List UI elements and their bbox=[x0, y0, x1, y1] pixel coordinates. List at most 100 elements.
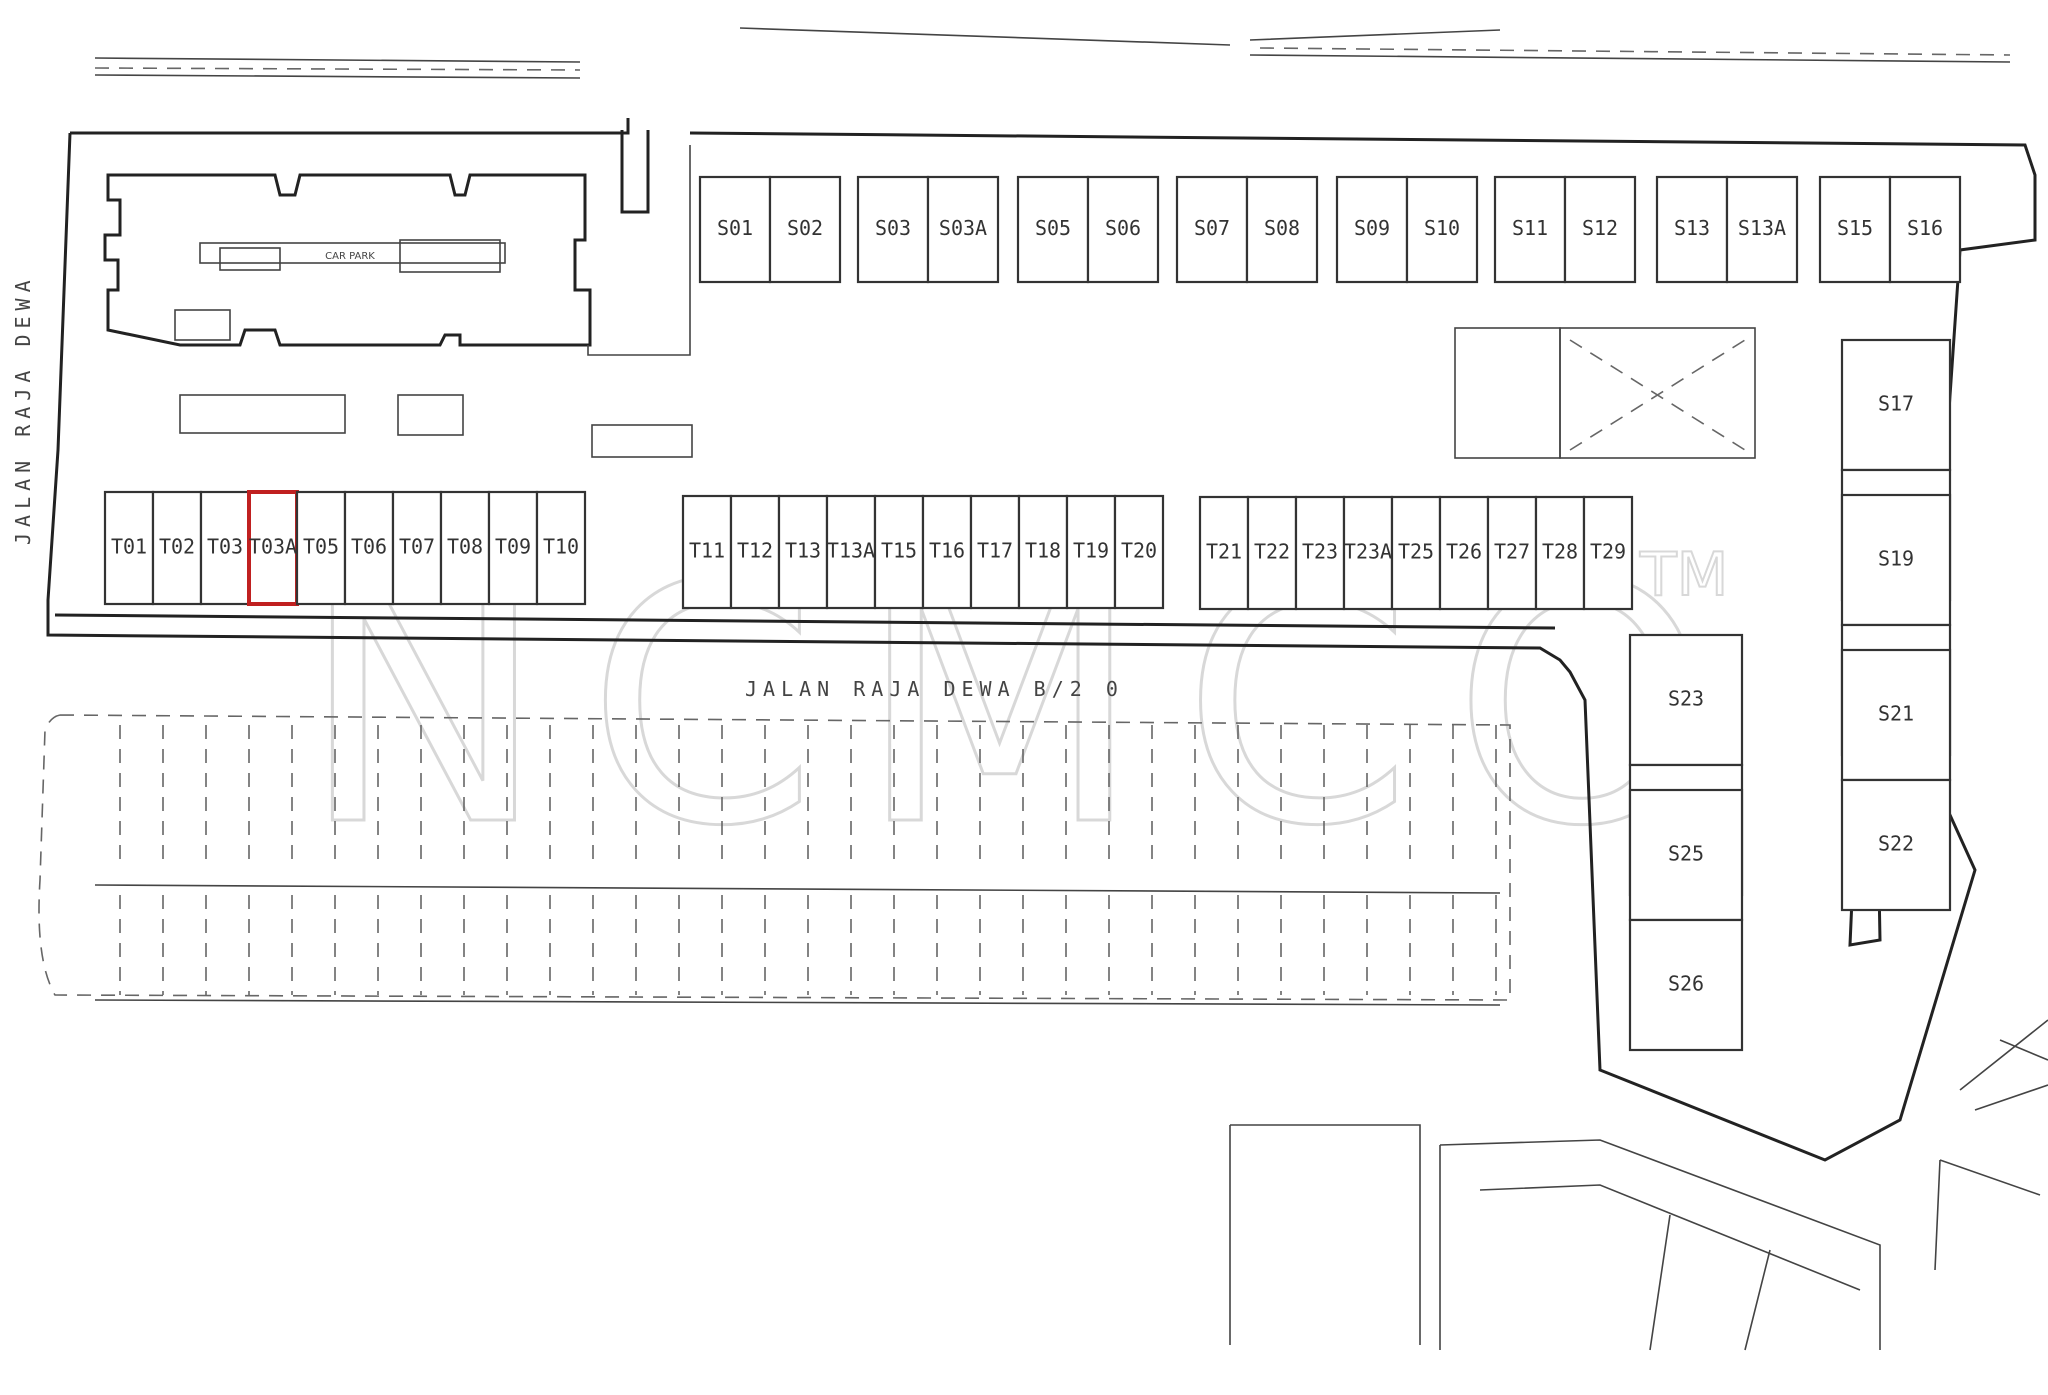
lot-s07[interactable]: S07 bbox=[1175, 175, 1249, 284]
lot-t18[interactable]: T18 bbox=[1017, 494, 1069, 610]
lot-label: T23 bbox=[1302, 540, 1338, 564]
lot-s16[interactable]: S16 bbox=[1888, 175, 1962, 284]
parking-area bbox=[38, 714, 1511, 1006]
lot-t11[interactable]: T11 bbox=[681, 494, 733, 610]
lot-t05[interactable]: T05 bbox=[295, 490, 347, 606]
lot-s03a[interactable]: S03A bbox=[926, 175, 1000, 284]
lot-label: T16 bbox=[929, 539, 965, 563]
lot-s09[interactable]: S09 bbox=[1335, 175, 1409, 284]
lot-t16[interactable]: T16 bbox=[921, 494, 973, 610]
lot-t10[interactable]: T10 bbox=[535, 490, 587, 606]
lot-label: T10 bbox=[543, 535, 579, 559]
lot-label: T21 bbox=[1206, 540, 1242, 564]
lot-t13[interactable]: T13 bbox=[777, 494, 829, 610]
lot-s02[interactable]: S02 bbox=[768, 175, 842, 284]
lot-outline bbox=[391, 490, 443, 606]
lot-outline bbox=[1016, 175, 1090, 284]
lot-s17[interactable]: S17 bbox=[1840, 338, 1952, 472]
lot-s19[interactable]: S19 bbox=[1840, 493, 1952, 627]
lot-s21[interactable]: S21 bbox=[1840, 648, 1952, 782]
lot-label: S21 bbox=[1878, 702, 1914, 726]
lot-outline bbox=[1563, 175, 1637, 284]
lot-t13a[interactable]: T13A bbox=[825, 494, 877, 610]
lot-t27[interactable]: T27 bbox=[1486, 495, 1538, 611]
lot-outline bbox=[856, 175, 930, 284]
lot-outline bbox=[1628, 918, 1744, 1052]
lot-t21[interactable]: T21 bbox=[1198, 495, 1250, 611]
lot-s26[interactable]: S26 bbox=[1628, 918, 1744, 1052]
lot-t26[interactable]: T26 bbox=[1438, 495, 1490, 611]
lot-outline bbox=[1405, 175, 1479, 284]
lot-s03[interactable]: S03 bbox=[856, 175, 930, 284]
lot-label: S17 bbox=[1878, 392, 1914, 416]
lot-outline bbox=[1840, 778, 1952, 912]
lot-s13[interactable]: S13 bbox=[1655, 175, 1729, 284]
lot-outline bbox=[1725, 175, 1799, 284]
lot-outline bbox=[1246, 495, 1298, 611]
lot-t20[interactable]: T20 bbox=[1113, 494, 1165, 610]
lot-t29[interactable]: T29 bbox=[1582, 495, 1634, 611]
lot-t03a[interactable]: T03A bbox=[247, 490, 299, 606]
lot-outline bbox=[921, 494, 973, 610]
lot-label: T03 bbox=[207, 535, 243, 559]
lot-label: S03A bbox=[939, 216, 987, 240]
lot-s08[interactable]: S08 bbox=[1245, 175, 1319, 284]
lot-t23[interactable]: T23 bbox=[1294, 495, 1346, 611]
lot-s23[interactable]: S23 bbox=[1628, 633, 1744, 767]
lot-label: T19 bbox=[1073, 539, 1109, 563]
lot-label: S03 bbox=[875, 216, 911, 240]
lot-label: S16 bbox=[1907, 216, 1943, 240]
lot-label: S13A bbox=[1738, 216, 1786, 240]
lot-label: T20 bbox=[1121, 539, 1157, 563]
lot-outline bbox=[1582, 495, 1634, 611]
lot-t28[interactable]: T28 bbox=[1534, 495, 1586, 611]
lot-s12[interactable]: S12 bbox=[1563, 175, 1637, 284]
lot-t12[interactable]: T12 bbox=[729, 494, 781, 610]
lot-s01[interactable]: S01 bbox=[698, 175, 772, 284]
lot-s13a[interactable]: S13A bbox=[1725, 175, 1799, 284]
lot-t23a[interactable]: T23A bbox=[1342, 495, 1394, 611]
lot-label: S01 bbox=[717, 216, 753, 240]
lot-label: T17 bbox=[977, 539, 1013, 563]
lot-t25[interactable]: T25 bbox=[1390, 495, 1442, 611]
lot-label: S19 bbox=[1878, 547, 1914, 571]
lot-t03[interactable]: T03 bbox=[199, 490, 251, 606]
lot-t09[interactable]: T09 bbox=[487, 490, 539, 606]
lot-t01[interactable]: T01 bbox=[103, 490, 155, 606]
north-boundary-fragments bbox=[94, 27, 2011, 79]
lot-label: S07 bbox=[1194, 216, 1230, 240]
lot-s06[interactable]: S06 bbox=[1086, 175, 1160, 284]
lot-label: T07 bbox=[399, 535, 435, 559]
lot-label: T13A bbox=[827, 539, 875, 563]
lot-t17[interactable]: T17 bbox=[969, 494, 1021, 610]
lot-outline bbox=[1390, 495, 1442, 611]
lot-label: T08 bbox=[447, 535, 483, 559]
lot-outline bbox=[1017, 494, 1069, 610]
lot-label: T28 bbox=[1542, 540, 1578, 564]
lot-label: S09 bbox=[1354, 216, 1390, 240]
lot-outline bbox=[1628, 788, 1744, 922]
lot-t07[interactable]: T07 bbox=[391, 490, 443, 606]
lot-label: S22 bbox=[1878, 832, 1914, 856]
lot-s10[interactable]: S10 bbox=[1405, 175, 1479, 284]
lot-s25[interactable]: S25 bbox=[1628, 788, 1744, 922]
lot-outline bbox=[777, 494, 829, 610]
lot-t22[interactable]: T22 bbox=[1246, 495, 1298, 611]
lot-outline bbox=[1534, 495, 1586, 611]
lot-outline bbox=[1198, 495, 1250, 611]
lot-label: T05 bbox=[303, 535, 339, 559]
lot-t15[interactable]: T15 bbox=[873, 494, 925, 610]
lot-label: S08 bbox=[1264, 216, 1300, 240]
lot-s05[interactable]: S05 bbox=[1016, 175, 1090, 284]
lot-t08[interactable]: T08 bbox=[439, 490, 491, 606]
lot-s15[interactable]: S15 bbox=[1818, 175, 1892, 284]
lot-t06[interactable]: T06 bbox=[343, 490, 395, 606]
lot-s11[interactable]: S11 bbox=[1493, 175, 1567, 284]
lot-s22[interactable]: S22 bbox=[1840, 778, 1952, 912]
lot-t02[interactable]: T02 bbox=[151, 490, 203, 606]
lot-t19[interactable]: T19 bbox=[1065, 494, 1117, 610]
lot-outline bbox=[1245, 175, 1319, 284]
lot-label: S10 bbox=[1424, 216, 1460, 240]
lot-outline bbox=[1335, 175, 1409, 284]
